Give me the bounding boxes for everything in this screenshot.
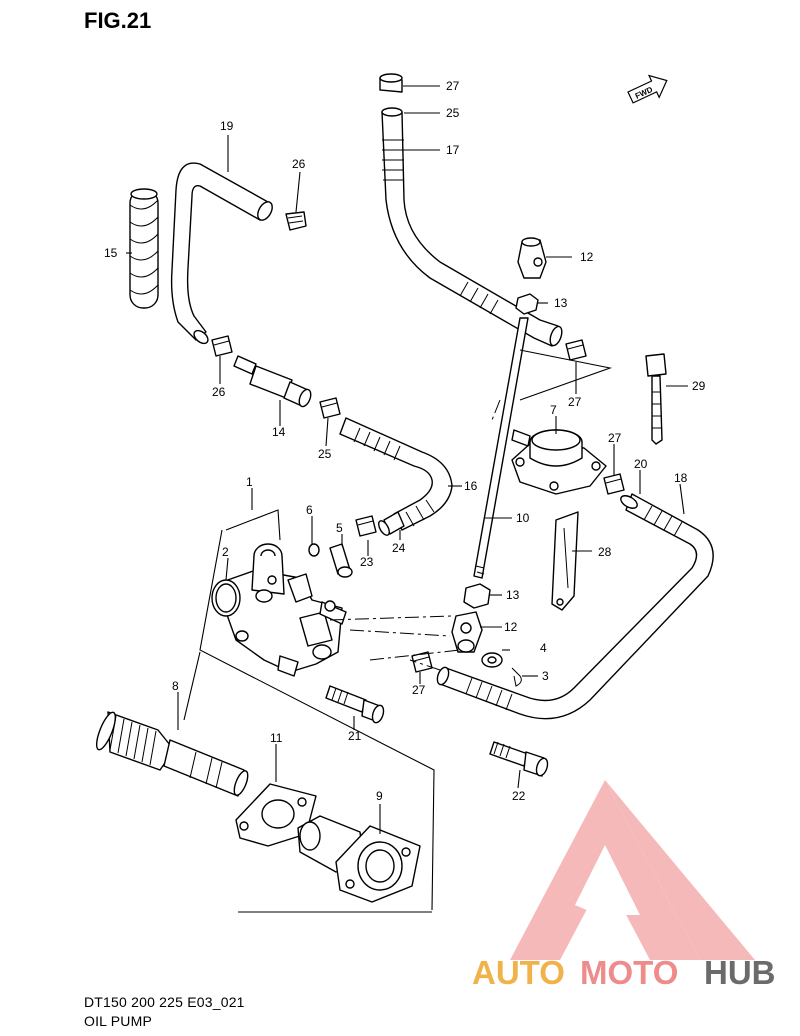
part-8-drive-gear xyxy=(95,711,249,797)
part-2-o-ring xyxy=(211,579,241,617)
callout-26-upper: 26 xyxy=(292,157,306,171)
callout-25-lower: 23 xyxy=(360,555,374,569)
callout-18: 16 xyxy=(464,479,478,493)
callout-5: 5 xyxy=(336,521,343,535)
watermark-hub: HUB xyxy=(704,954,776,991)
fwd-arrow-badge: FWD xyxy=(627,74,668,104)
part-17-spiral-guard xyxy=(129,188,159,309)
part-9-housing xyxy=(297,815,421,903)
part-14-bolt xyxy=(489,741,549,777)
assembly-group-lines xyxy=(183,349,613,913)
part-6-washer xyxy=(308,543,320,557)
part-13-nut-lower xyxy=(463,583,491,609)
part-5-plug xyxy=(329,543,353,578)
callout-19: 17 xyxy=(446,143,460,157)
part-7-pump-unit xyxy=(511,429,607,495)
callout-6: 6 xyxy=(306,503,313,517)
watermark-wordmark: AUTO MOTO HUB xyxy=(472,954,776,991)
callout-14: 22 xyxy=(512,789,526,803)
callout-9: 9 xyxy=(376,789,383,803)
watermark-triangle xyxy=(510,780,755,960)
part-28-bracket xyxy=(551,511,579,611)
callout-2: 2 xyxy=(222,545,229,559)
part-25-clamp-upper xyxy=(319,397,341,419)
callout-16: 14 xyxy=(272,425,286,439)
callout-26-lower: 26 xyxy=(212,385,226,399)
callout-13-upper: 13 xyxy=(554,296,568,310)
part-12-elbow-upper xyxy=(517,237,547,279)
callout-10: 10 xyxy=(516,511,530,525)
part-27-clamp-top xyxy=(379,73,403,93)
callout-27-lower: 27 xyxy=(412,683,426,697)
part-19-long-hose xyxy=(381,107,563,347)
part-26-clamp-upper xyxy=(285,211,307,231)
part-12-fitting-lower xyxy=(451,611,483,653)
watermark-moto: MOTO xyxy=(580,954,678,991)
callout-12-lower: 12 xyxy=(504,620,518,634)
leader-lines xyxy=(126,85,688,834)
callout-12-upper: 12 xyxy=(580,250,594,264)
callout-11: 11 xyxy=(270,731,283,745)
part-20-return-hose xyxy=(436,493,714,720)
part-21-bent-hose xyxy=(170,162,273,345)
callout-27-top: 27 xyxy=(446,79,460,93)
part-27-clamp-pump xyxy=(603,473,625,495)
callout-numbers: 27 25 17 19 26 15 12 13 26 27 29 14 25 7… xyxy=(104,79,706,803)
callout-8: 8 xyxy=(172,679,179,693)
callout-27-pump: 27 xyxy=(608,431,622,445)
callout-22: 20 xyxy=(634,457,648,471)
callout-23: 25 xyxy=(446,106,460,120)
part-29-tie-strap xyxy=(645,353,667,445)
part-13-nut-upper xyxy=(515,293,539,315)
callout-28: 28 xyxy=(598,545,612,559)
footer-model-code: DT150 200 225 E03_021 xyxy=(84,994,245,1010)
callout-1: 1 xyxy=(246,475,253,489)
part-16-connector xyxy=(233,355,312,408)
part-15-bolt xyxy=(325,685,385,724)
part-10-rod xyxy=(473,317,529,579)
callout-25-upper: 25 xyxy=(318,447,332,461)
callout-4: 4 xyxy=(540,641,547,655)
callout-27-right: 27 xyxy=(568,395,582,409)
part-18-hose xyxy=(339,417,453,536)
part-11-gasket xyxy=(235,783,317,847)
callout-13-lower: 13 xyxy=(506,588,520,602)
part-27-clamp-right xyxy=(565,339,587,361)
part-26-clamp-lower xyxy=(211,335,233,357)
callout-20: 18 xyxy=(674,471,688,485)
callout-24: 24 xyxy=(392,541,406,555)
callout-15: 21 xyxy=(348,729,362,743)
part-25-clamp-lower xyxy=(355,515,377,537)
callout-7: 7 xyxy=(550,403,557,417)
figure-title: FIG.21 xyxy=(84,8,152,33)
callout-21: 19 xyxy=(220,119,234,133)
watermark-auto: AUTO xyxy=(472,954,565,991)
callout-17: 15 xyxy=(104,246,118,260)
part-1-pump-body xyxy=(221,543,347,677)
part-27-clamp-lower xyxy=(411,651,433,673)
footer-section-name: OIL PUMP xyxy=(84,1013,152,1029)
part-4-washer xyxy=(481,652,503,668)
callout-3: 3 xyxy=(542,669,549,683)
callout-29: 29 xyxy=(692,379,706,393)
part-3-pin xyxy=(511,667,522,687)
